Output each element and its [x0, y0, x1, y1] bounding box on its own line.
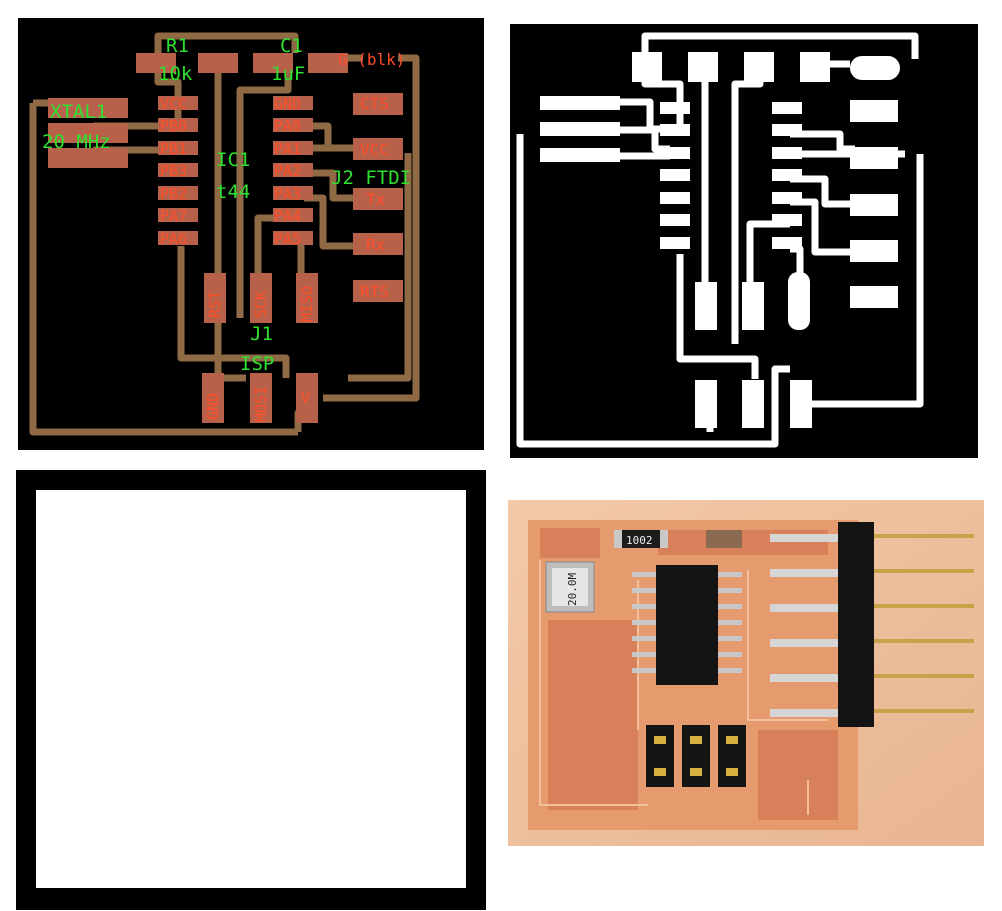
ftdi-pin-label: G (blk) [338, 50, 405, 69]
isp-pin-labels: RST SCK MISO GND MOSI V [204, 286, 316, 422]
board-photo-svg: 20.0M 1002 [508, 500, 984, 846]
ic-pin-label: VCC [160, 95, 187, 113]
ic-pin-label: PA5 [274, 230, 301, 248]
layout-pads [48, 53, 403, 423]
ic-ref-label: IC1 [216, 149, 250, 171]
xtal-value-label: 20 MHz [42, 131, 111, 153]
ic-pin-label: PA1 [274, 140, 301, 158]
ftdi-pin-label: CTS [360, 94, 389, 113]
ic-pin-label: PA4 [274, 207, 301, 225]
pcb-layout-svg: VCC PB0 PB1 PB3 PB2 PA7 PA6 GND PA0 PA1 … [18, 18, 484, 450]
trace-mask-svg [510, 24, 978, 458]
isp-pin-label: MISO [298, 286, 316, 322]
part-labels: R1 10k C1 1uF XTAL1 20 MHz IC1 t44 J2 FT… [42, 35, 411, 375]
ic-pin-label: PA7 [160, 207, 187, 225]
ftdi-pin-label: Tx [366, 190, 386, 209]
isp-pin-label: V [301, 389, 310, 407]
isp-header [646, 725, 746, 787]
ic-right-pin-labels: GND PA0 PA1 PA2 PA3 PA4 PA5 [274, 95, 301, 248]
ftdi-ref-label: J2 FTDI [331, 167, 411, 189]
ic-pin-label: PB3 [160, 162, 187, 180]
ic-left-pin-labels: VCC PB0 PB1 PB3 PB2 PA7 PA6 [160, 95, 187, 248]
r1-ref-label: R1 [166, 35, 189, 57]
ftdi-pin-label: VCC [360, 140, 389, 159]
ic-pin-label: PA2 [274, 162, 301, 180]
outline-cut-panel [16, 470, 486, 910]
ic-pin-label: PB2 [160, 185, 187, 203]
r1-value-label: 10k [158, 63, 193, 85]
ftdi-pin-label: Rx [366, 235, 386, 254]
attiny44-chip [632, 565, 742, 685]
ftdi-pin-labels: G (blk) CTS VCC Tx Rx RTS [338, 50, 405, 301]
ic-pin-label: PB1 [160, 140, 187, 158]
mask-pads [540, 52, 900, 428]
isp-pin-label: RST [206, 291, 224, 318]
isp-pin-label: GND [204, 393, 222, 420]
xtal-ref-label: XTAL1 [50, 101, 107, 123]
ic-pin-label: PA0 [274, 117, 301, 135]
ic-pin-label: GND [274, 95, 301, 113]
resistor-component: 1002 [614, 530, 668, 548]
isp-value-label: ISP [240, 353, 274, 375]
board-copper [540, 528, 838, 820]
outline-cut-area [36, 490, 466, 888]
crystal-marking: 20.0M [566, 573, 579, 606]
isp-pin-label: SCK [252, 291, 270, 318]
pcb-layout-panel: VCC PB0 PB1 PB3 PB2 PA7 PA6 GND PA0 PA1 … [18, 18, 484, 450]
board-photo-panel: 20.0M 1002 [508, 500, 984, 846]
ic-pin-label: PA6 [160, 230, 187, 248]
capacitor-component [706, 530, 742, 548]
ic-pin-label: PA3 [274, 185, 301, 203]
trace-mask-panel [510, 24, 978, 458]
isp-ref-label: J1 [250, 323, 273, 345]
crystal-component: 20.0M [545, 561, 595, 613]
isp-pin-label: MOSI [252, 386, 270, 422]
resistor-marking: 1002 [626, 534, 653, 547]
c1-value-label: 1uF [271, 63, 305, 85]
ic-pin-label: PB0 [160, 117, 187, 135]
ftdi-pin-label: RTS [360, 282, 389, 301]
ftdi-header [770, 522, 974, 727]
ic-value-label: t44 [216, 181, 250, 203]
c1-ref-label: C1 [280, 35, 303, 57]
